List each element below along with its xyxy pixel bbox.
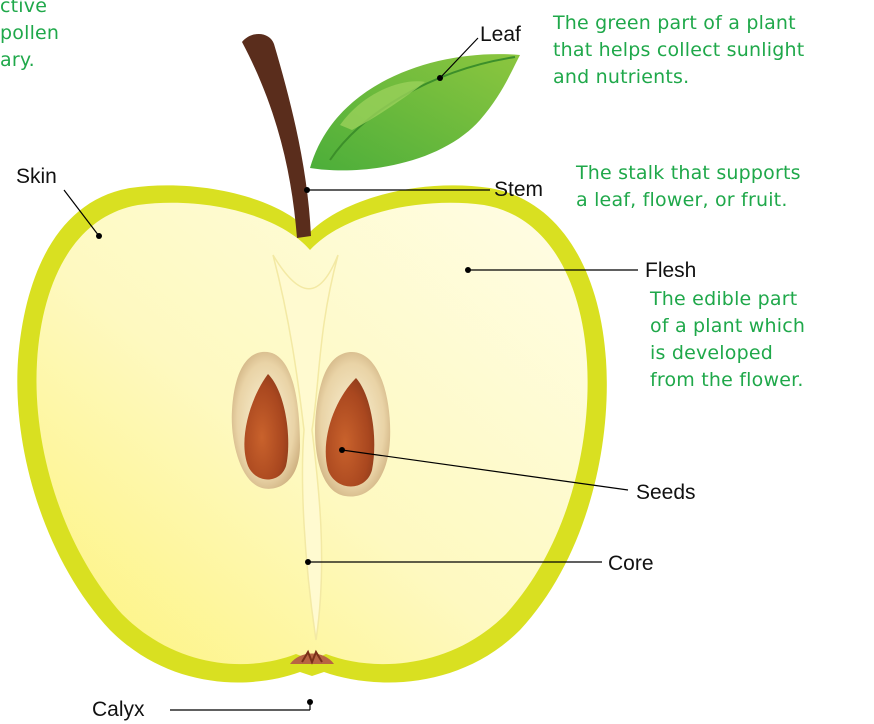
leaf	[310, 54, 520, 170]
label-leaf: Leaf	[480, 24, 521, 45]
description-flesh: The edible part of a plant which is deve…	[650, 286, 805, 394]
label-stem: Stem	[494, 179, 543, 200]
seed-right	[315, 352, 390, 497]
description-cropped-left: ctive pollen ary.	[0, 0, 59, 74]
label-flesh: Flesh	[645, 260, 696, 281]
description-leaf: The green part of a plant that helps col…	[553, 10, 804, 91]
label-skin: Skin	[16, 166, 57, 187]
description-stem: The stalk that supports a leaf, flower, …	[576, 160, 801, 214]
label-core: Core	[608, 553, 654, 574]
label-calyx: Calyx	[92, 699, 145, 720]
label-seeds: Seeds	[636, 482, 696, 503]
